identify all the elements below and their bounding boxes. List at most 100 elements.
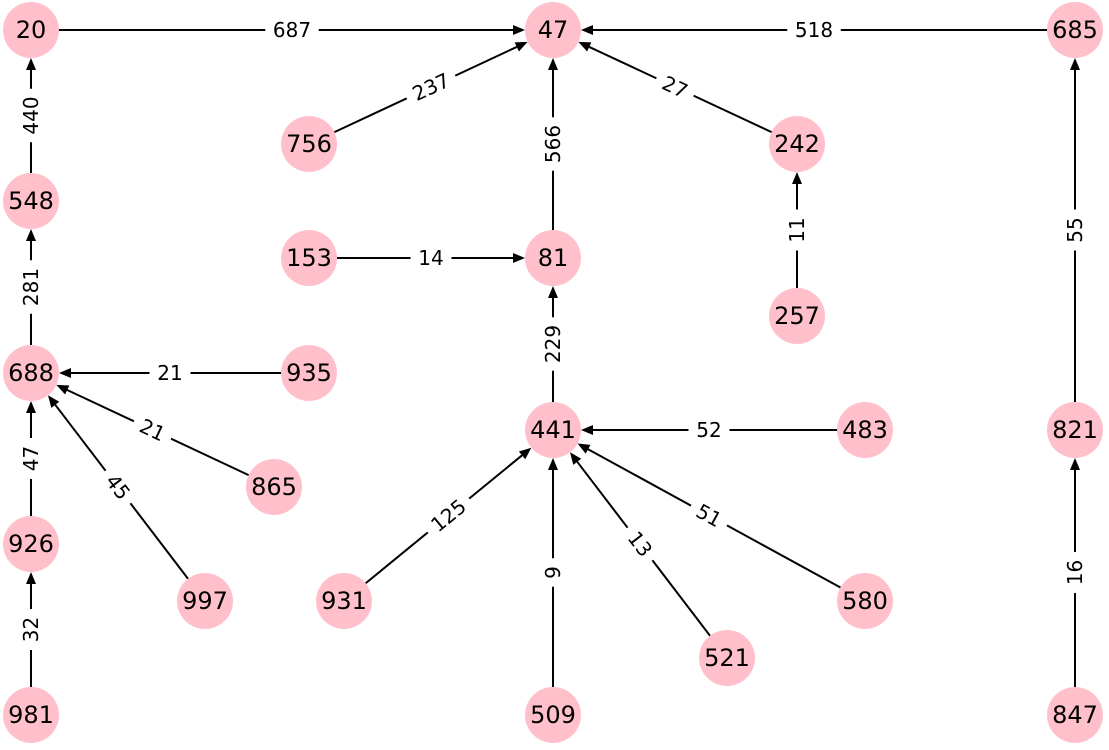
- edge-weight-text: 52: [696, 418, 721, 442]
- node-circle: [769, 288, 825, 344]
- edge-926-to-688: 47: [18, 401, 44, 516]
- node-509: 509: [525, 687, 581, 743]
- edge-865-to-688: 21: [56, 384, 250, 477]
- edge-756-to-47: 237: [333, 41, 528, 134]
- arrowhead: [47, 395, 60, 408]
- node-242: 242: [769, 116, 825, 172]
- edge-weight-text: 16: [1063, 560, 1087, 585]
- edge-weight-label: 45: [95, 462, 141, 512]
- edge-label-background: [688, 417, 730, 443]
- edge-847-to-821: 16: [1062, 458, 1088, 687]
- edge-weight-text: 47: [19, 446, 43, 471]
- node-756: 756: [281, 116, 337, 172]
- arrowhead: [577, 443, 591, 454]
- edge-153-to-81: 14: [337, 245, 525, 271]
- node-931: 931: [316, 573, 372, 629]
- node-821: 821: [1047, 402, 1103, 458]
- node-label: 865: [251, 473, 297, 501]
- edge-label-background: [265, 17, 319, 43]
- edge-weight-label: 237: [401, 63, 461, 111]
- edge-label-background: [95, 462, 141, 512]
- node-847: 847: [1047, 687, 1103, 743]
- edge-label-background: [540, 117, 566, 171]
- node-circle: [281, 230, 337, 286]
- node-label: 441: [530, 416, 576, 444]
- node-label: 47: [538, 16, 569, 44]
- node-circle: [699, 630, 755, 686]
- node-483: 483: [837, 402, 893, 458]
- edge-weight-label: 281: [18, 260, 44, 314]
- node-circle: [837, 573, 893, 629]
- node-label: 997: [182, 587, 228, 615]
- arrowhead: [1070, 458, 1080, 470]
- edge-weight-label: 440: [18, 88, 44, 143]
- arrowhead: [513, 253, 525, 263]
- arrowhead: [518, 447, 532, 460]
- arrowhead: [26, 572, 36, 584]
- node-label: 935: [286, 359, 332, 387]
- node-935: 935: [281, 345, 337, 401]
- node-label: 931: [321, 587, 367, 615]
- edge-935-to-688: 21: [59, 360, 281, 386]
- edge-weight-label: 566: [540, 117, 566, 171]
- edge-weight-text: 518: [795, 18, 833, 42]
- node-circle: [525, 402, 581, 458]
- edge-weight-text: 9: [541, 566, 565, 579]
- edge-weight-text: 21: [157, 361, 182, 385]
- arrowhead: [548, 58, 558, 70]
- node-circle: [769, 116, 825, 172]
- node-865: 865: [246, 459, 302, 515]
- node-label: 20: [16, 16, 47, 44]
- node-circle: [3, 687, 59, 743]
- edge-548-to-20: 440: [18, 58, 44, 173]
- node-label: 926: [8, 530, 54, 558]
- edge-weight-label: 47: [18, 438, 44, 479]
- edge-weight-text: 566: [541, 125, 565, 163]
- edge-label-background: [540, 558, 566, 587]
- node-label: 257: [774, 302, 820, 330]
- edge-weight-label: 55: [1062, 209, 1088, 251]
- edge-weight-text: 14: [418, 246, 443, 270]
- node-label: 153: [286, 244, 332, 272]
- arrowhead: [26, 229, 36, 241]
- edge-weight-text: 440: [19, 96, 43, 134]
- edge-weight-text: 32: [19, 617, 43, 642]
- edge-521-to-441: 13: [569, 452, 711, 637]
- edge-685-to-47: 518: [581, 17, 1047, 43]
- edge-weight-label: 21: [128, 409, 177, 451]
- node-label: 548: [8, 187, 54, 215]
- edge-20-to-47: 687: [59, 17, 525, 43]
- edge-label-background: [784, 209, 810, 251]
- node-circle: [3, 173, 59, 229]
- node-circle: [281, 116, 337, 172]
- edge-weight-label: 9: [540, 558, 566, 587]
- edge-label-background: [540, 317, 566, 371]
- node-circle: [837, 402, 893, 458]
- edge-label-background: [419, 488, 478, 543]
- arrowhead: [514, 41, 528, 52]
- arrowhead: [513, 25, 525, 35]
- node-circle: [281, 345, 337, 401]
- node-circle: [525, 2, 581, 58]
- arrowhead: [569, 452, 582, 465]
- arrowhead: [59, 368, 71, 378]
- node-548: 548: [3, 173, 59, 229]
- edge-label-background: [650, 66, 700, 108]
- edge-label-background: [684, 494, 734, 537]
- edge-weight-label: 16: [1062, 552, 1088, 593]
- edge-weight-label: 32: [18, 609, 44, 650]
- node-label: 688: [8, 359, 54, 387]
- node-circle: [3, 2, 59, 58]
- edge-weight-text: 229: [541, 325, 565, 363]
- arrowhead: [578, 41, 592, 52]
- edge-242-to-47: 27: [578, 41, 773, 134]
- edge-label-background: [787, 17, 841, 43]
- edge-weight-label: 125: [419, 488, 478, 543]
- node-label: 847: [1052, 701, 1098, 729]
- node-label: 509: [530, 701, 576, 729]
- edge-weight-text: 687: [273, 18, 311, 42]
- node-label: 821: [1052, 416, 1098, 444]
- edge-weight-label: 14: [410, 245, 452, 271]
